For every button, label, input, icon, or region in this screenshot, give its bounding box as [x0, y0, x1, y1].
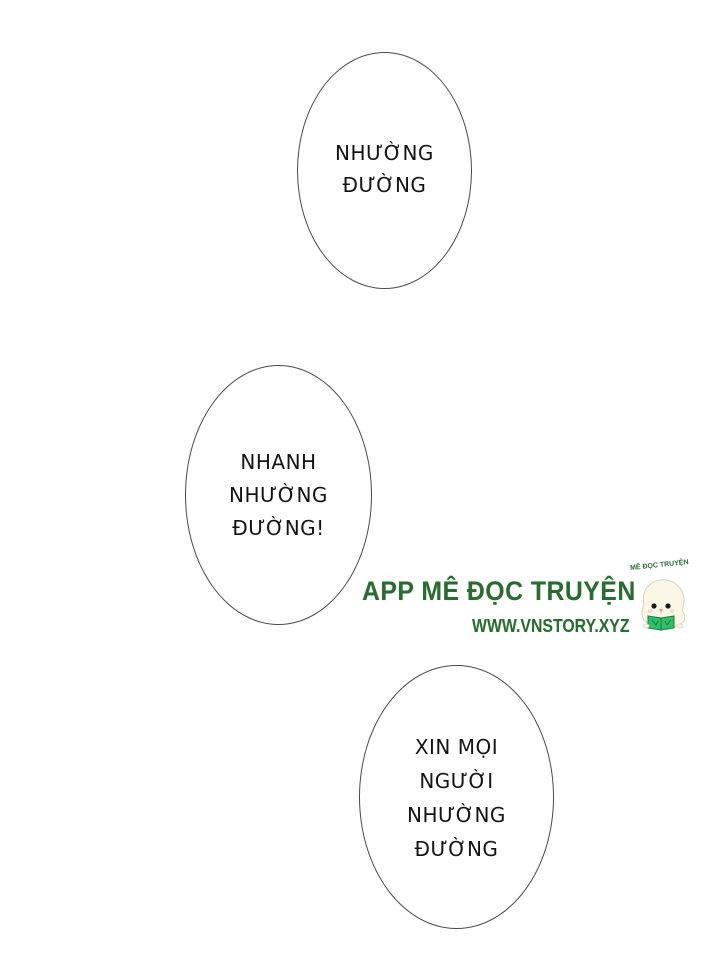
- speech-bubble-text: NHƯỜNG ĐƯỜNG: [335, 137, 434, 201]
- watermark-url: WWW.VNSTORY.XYZ: [472, 616, 630, 636]
- bubble-line: ĐƯỜNG: [342, 173, 427, 197]
- speech-bubble-text: XIN MỌI NGƯỜI NHƯỜNG ĐƯỜNG: [407, 730, 506, 866]
- bubble-line: XIN MỌI: [414, 735, 499, 759]
- bubble-line: NGƯỜI: [419, 769, 494, 793]
- speech-bubble-3: XIN MỌI NGƯỜI NHƯỜNG ĐƯỜNG: [359, 665, 554, 929]
- bubble-line: ĐƯỜNG!: [232, 515, 325, 540]
- mascot-caption: MÊ ĐỌC TRUYỆN: [629, 558, 689, 573]
- book-reading-mascot-icon: [641, 579, 686, 631]
- bubble-line: NHƯỜNG: [407, 803, 506, 827]
- speech-bubble-text: NHANH NHƯỜNG ĐƯỜNG!: [229, 446, 328, 545]
- bubble-line: NHƯỜNG: [335, 141, 434, 165]
- speech-bubble-1: NHƯỜNG ĐƯỜNG: [297, 52, 472, 289]
- bubble-line: ĐƯỜNG: [414, 837, 499, 861]
- watermark-title: APP MÊ ĐỌC TRUYỆN: [362, 576, 636, 606]
- speech-bubble-2: NHANH NHƯỜNG ĐƯỜNG!: [185, 365, 372, 625]
- site-watermark: APP MÊ ĐỌC TRUYỆN WWW.VNSTORY.XYZ MÊ ĐỌC…: [362, 556, 702, 646]
- bubble-line: NHANH: [240, 449, 317, 474]
- bubble-line: NHƯỜNG: [229, 482, 328, 507]
